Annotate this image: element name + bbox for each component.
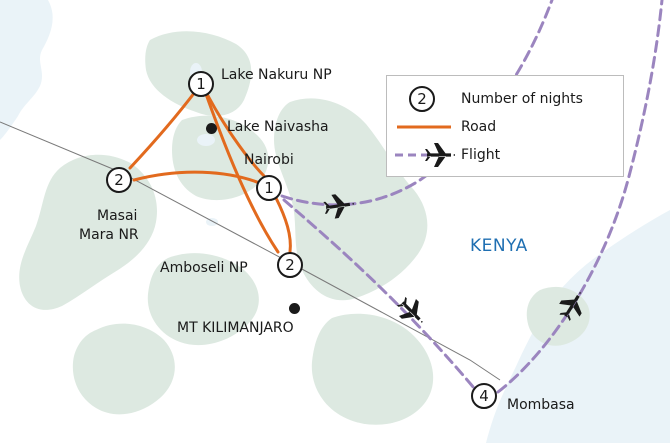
label-nairobi: Nairobi [244, 152, 294, 168]
legend-road-label: Road [461, 119, 497, 135]
road-masai-mara-nairobi [132, 170, 264, 186]
airplane-icon [323, 194, 354, 219]
label-mombasa: Mombasa [507, 397, 575, 413]
airplane-icon [425, 143, 455, 167]
legend-row-road: Road [387, 114, 623, 140]
map-legend: 2 Number of nights Road Flight [386, 75, 624, 177]
road-lake-nakuru-amboseli [204, 92, 280, 254]
stop-marker-masai-mara[interactable]: 2 [106, 167, 132, 193]
park-area-amboseli [147, 253, 259, 346]
park-area-nairobi-east [274, 98, 428, 301]
stop-marker-mombasa[interactable]: 4 [471, 383, 497, 409]
stop-marker-nairobi[interactable]: 1 [256, 175, 282, 201]
legend-road-swatch [397, 125, 451, 129]
park-area-mara [19, 154, 158, 310]
lake-victoria [0, 0, 53, 140]
park-area-tsavo [311, 313, 434, 425]
stop-marker-amboseli[interactable]: 2 [277, 252, 303, 278]
legend-row-flight: Flight [387, 142, 623, 168]
label-lake-nakuru: Lake Nakuru NP [221, 67, 332, 83]
road-routes [128, 86, 292, 254]
road-nairobi-amboseli [274, 196, 292, 254]
label-amboseli: Amboseli NP [160, 260, 248, 276]
legend-nights-symbol: 2 [409, 86, 435, 112]
stop-marker-lake-nakuru[interactable]: 1 [188, 71, 214, 97]
road-masai-mara-lake-nakuru [128, 86, 200, 170]
flight-route-mombasa-north [496, 0, 664, 394]
label-lake-naivasha: Lake Naivasha [227, 119, 329, 135]
country-label-kenya: KENYA [470, 236, 528, 256]
legend-row-nights: 2 Number of nights [387, 86, 623, 112]
label-kilimanjaro: MT KILIMANJARO [177, 320, 294, 336]
label-masai-mara-line2: Mara NR [79, 227, 139, 243]
park-area-southwest [72, 323, 175, 415]
legend-flight-swatch [395, 143, 455, 167]
airplane-icon [559, 291, 582, 322]
label-masai-mara-line1: Masai [97, 208, 138, 224]
town-dot-lake-naivasha [206, 123, 217, 134]
lake-naivasha-water [197, 134, 215, 146]
town-dot-kilimanjaro [289, 303, 300, 314]
road-lake-nakuru-nairobi [202, 86, 268, 180]
airplane-icon [396, 296, 424, 324]
legend-flight-label: Flight [461, 147, 501, 163]
legend-nights-label: Number of nights [461, 91, 583, 107]
flight-route-nairobi-mombasa [282, 198, 476, 390]
